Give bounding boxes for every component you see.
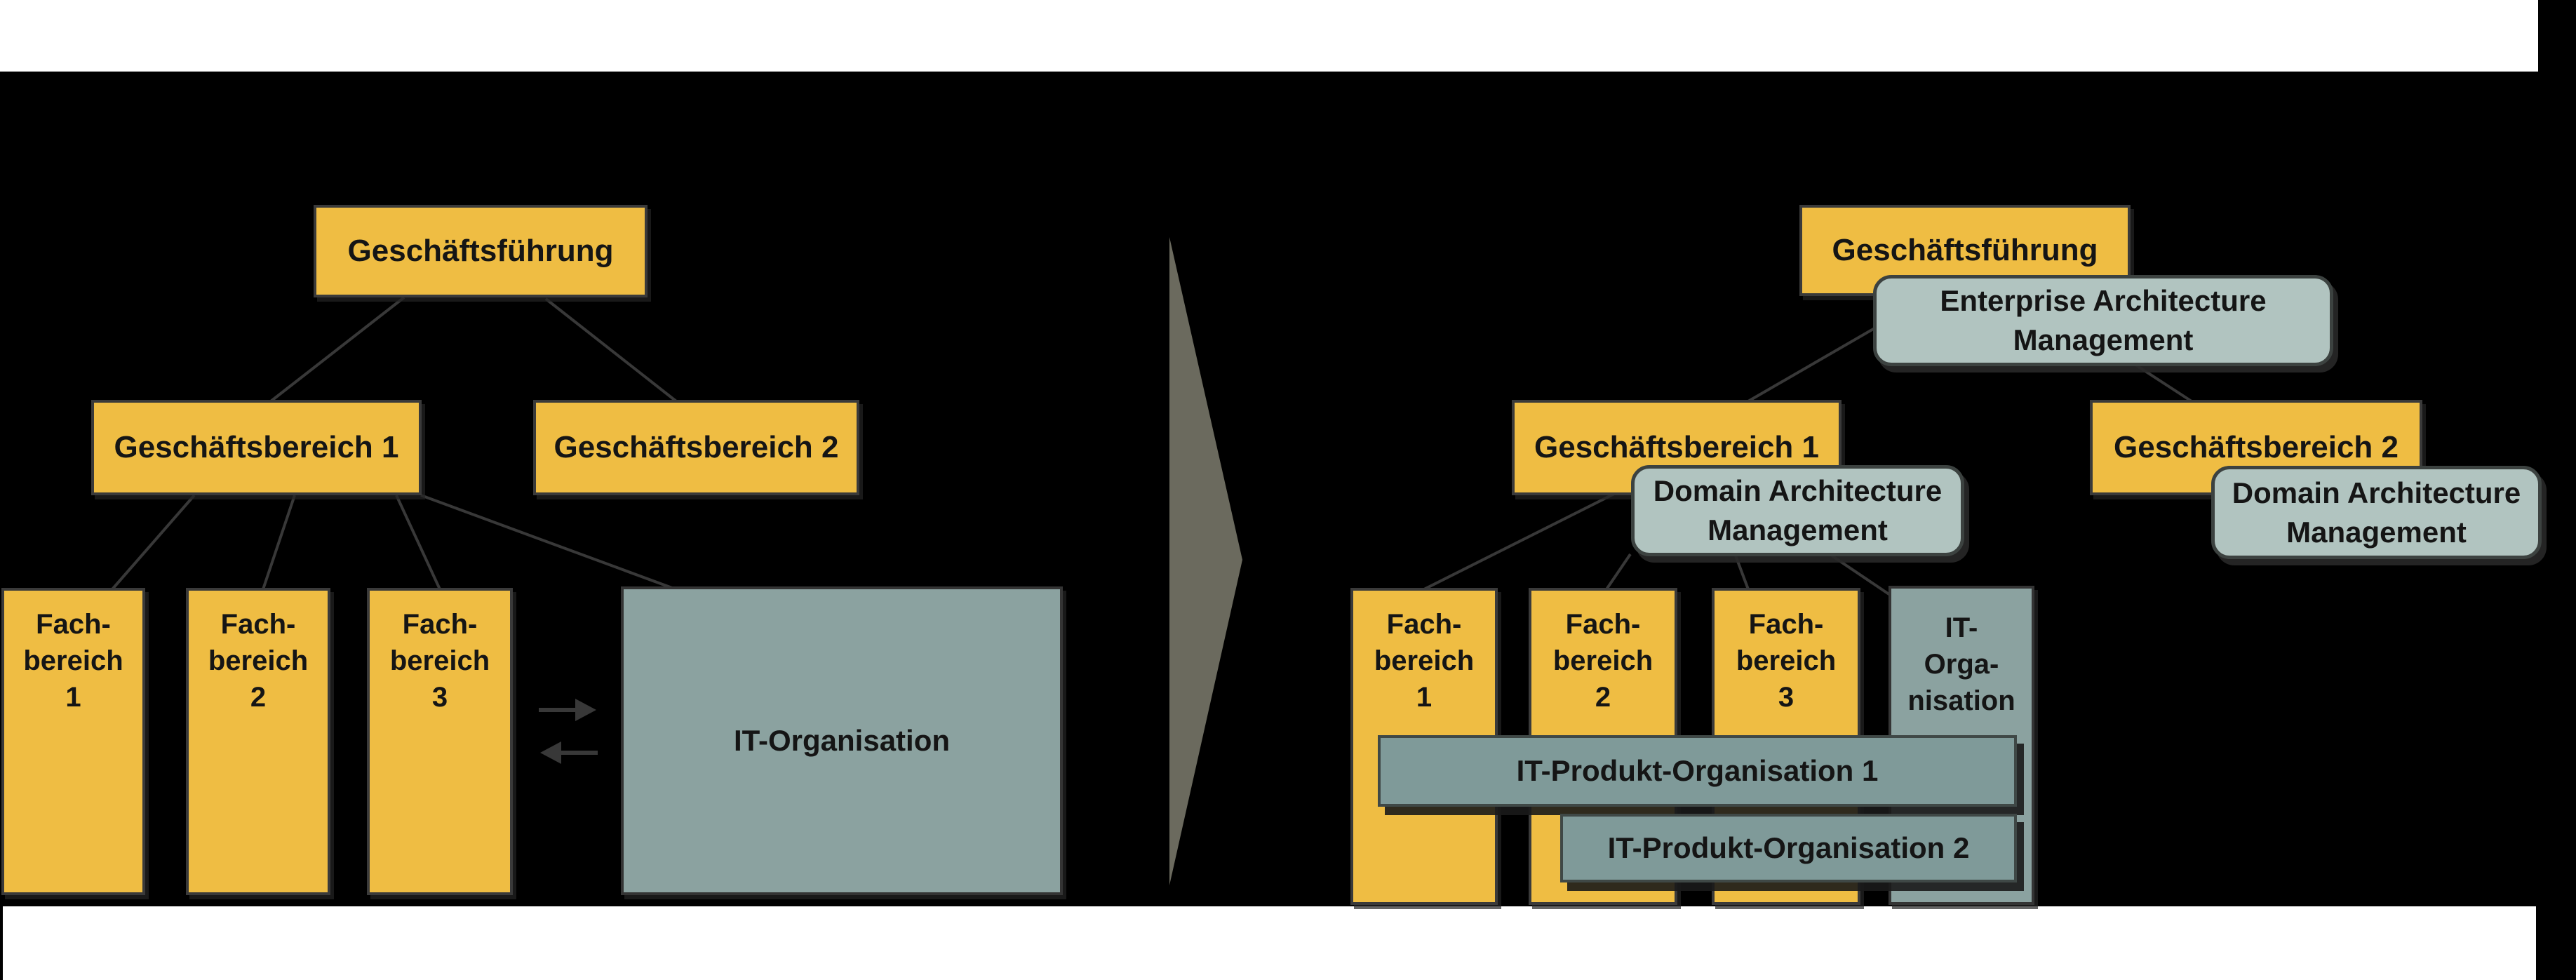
line-gf-gb2 [544,297,678,403]
left-it-organisation-box: IT-Organisation [621,586,1063,895]
line-gb1-fb2 [262,495,296,590]
left-geschaeftsbereich-2-box: Geschäftsbereich 2 [533,400,859,495]
line-gb1-fb3 [395,495,441,590]
line-r-gb1-fb1 [1423,492,1615,591]
left-fachbereich-1-column: Fach- bereich 1 [1,588,145,895]
line-r-dam1-fb3 [1734,555,1750,590]
left-fachbereich-3-column: Fach- bereich 3 [367,588,513,895]
line-r-dam1-itorg [1830,554,1896,599]
line-r-eam-gb2 [2134,363,2193,403]
line-r-gf-gb1 [1747,327,1876,403]
slide-top-strip [0,0,2538,72]
line-r-dam1-fb2 [1605,553,1632,591]
line-gb1-fb1 [111,494,196,591]
left-arrow-icon [540,741,598,764]
transformation-arrow-icon [1169,237,1242,885]
it-produkt-organisation-1-bar: IT-Produkt-Organisation 1 [1378,735,2017,807]
left-geschaeftsfuehrung-box: Geschäftsführung [314,205,648,297]
domain-architecture-management-2-box: Domain Architecture Management [2211,466,2542,559]
it-produkt-organisation-2-bar: IT-Produkt-Organisation 2 [1560,814,2017,882]
line-gf-gb1 [269,296,405,403]
left-fachbereich-2-column: Fach- bereich 2 [186,588,330,895]
domain-architecture-management-1-box: Domain Architecture Management [1631,465,1964,556]
left-geschaeftsbereich-1-box: Geschäftsbereich 1 [91,400,422,495]
enterprise-architecture-management-box: Enterprise Architecture Management [1873,275,2333,366]
right-arrow-icon [539,699,596,721]
line-gb1-itorg [420,494,673,589]
slide-bottom-strip [3,906,2536,980]
